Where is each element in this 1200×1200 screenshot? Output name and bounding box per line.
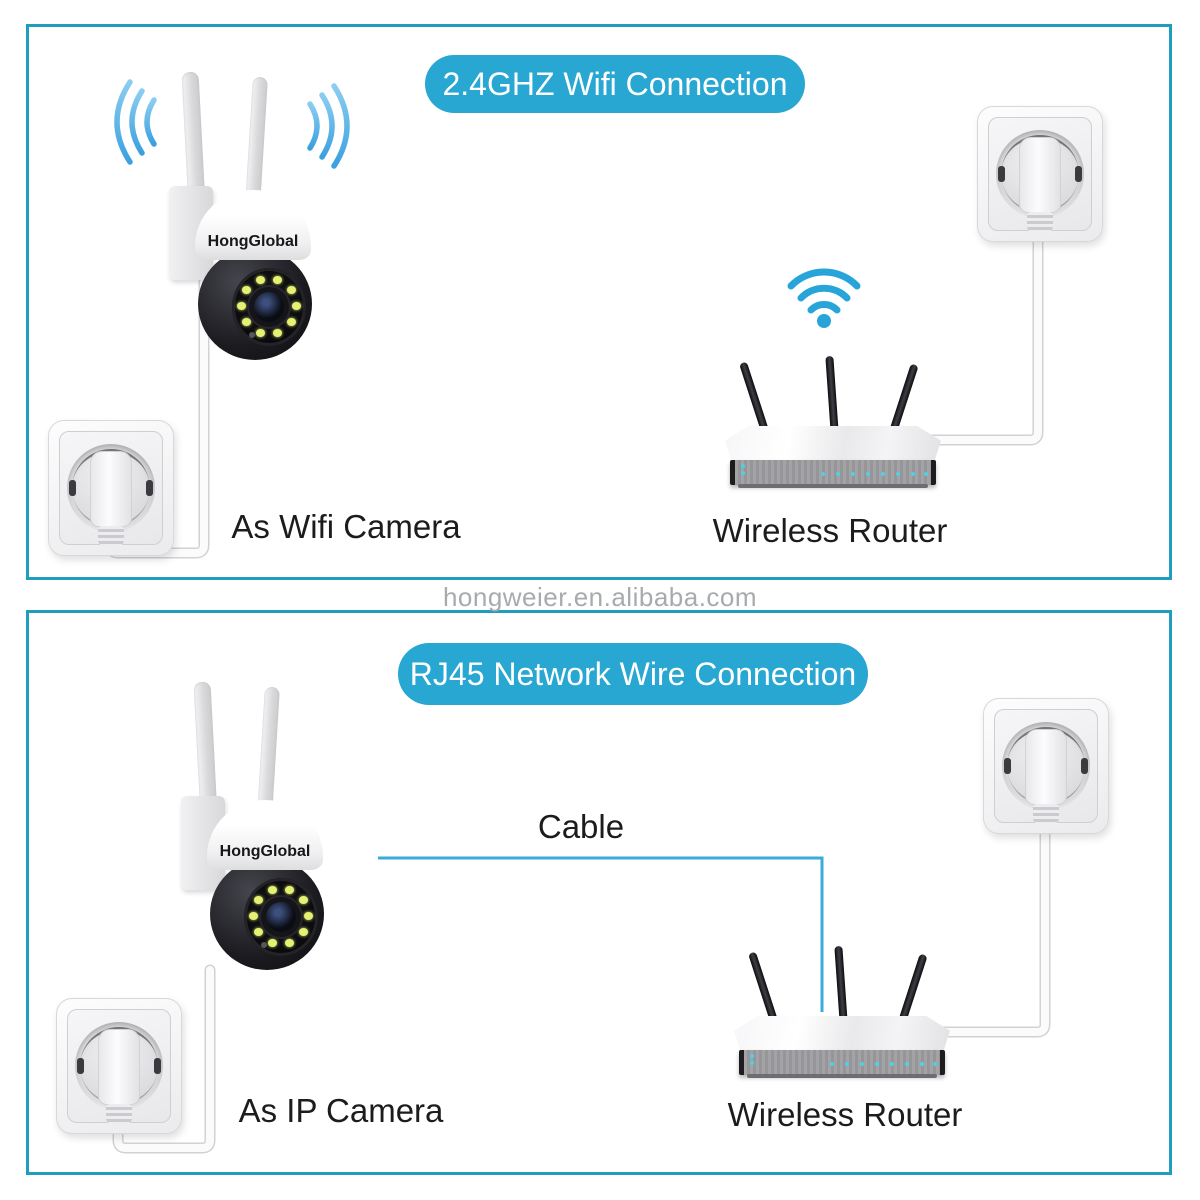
led-dot [237,302,246,310]
power-plug [90,451,132,527]
socket-contact [154,1058,161,1074]
led-dot [273,276,282,284]
power-plug [1025,729,1067,805]
router-front-panel [730,460,936,485]
router-led [830,1062,834,1066]
led-dot [254,896,263,904]
signal-waves-left-icon [114,79,157,165]
camera-lens [266,902,296,932]
camera-caption-rj45: As IP Camera [238,1092,444,1129]
wireless-router-wifi [722,355,944,488]
ip-camera: HongGlobal [112,681,352,974]
socket-contact [1004,758,1011,774]
camera-ball [198,248,312,360]
router-led [741,464,745,468]
router-top [725,426,941,461]
camera-antenna-right-icon [257,686,280,816]
router-front-panel [739,1050,945,1075]
rj45-cable-line [378,856,824,1012]
router-antenna-icon [898,953,928,1023]
led-dot [287,286,296,294]
power-cord-ip-camera [112,964,216,1154]
router-led [905,1062,909,1066]
wifi-icon [787,268,861,328]
power-plug [98,1029,140,1105]
led-dot [256,276,265,284]
router-led [911,472,915,476]
socket-contact [1081,758,1088,774]
light-sensor [261,942,267,948]
led-dot [285,886,294,894]
socket-contact [69,480,76,496]
router-antenna-icon [739,361,769,433]
camera-ball [210,858,324,970]
led-dot [292,302,301,310]
router-led [881,472,885,476]
power-outlet-rj45-router [983,698,1109,834]
power-cord-rj45-router [928,808,1051,1038]
led-dot [273,329,282,337]
led-dot [242,318,251,326]
camera-face [232,268,306,346]
router-antenna-icon [834,945,848,1024]
router-led [890,1062,894,1066]
router-led [851,472,855,476]
power-outlet-wifi-camera [48,420,174,556]
router-led [875,1062,879,1066]
led-dot [254,928,263,936]
led-dot [249,912,258,920]
router-antenna-icon [825,355,839,434]
camera-antenna-right-icon [245,76,268,206]
led-dot [299,928,308,936]
router-base [738,484,928,488]
socket-contact [146,480,153,496]
led-dot [304,912,313,920]
router-led [750,1061,754,1065]
router-caption-rj45: Wireless Router [727,1096,963,1133]
camera-face [244,878,318,956]
camera-caption-wifi: As Wifi Camera [231,508,461,545]
power-plug [1019,137,1061,213]
router-led [750,1054,754,1058]
led-dot [299,896,308,904]
router-led [860,1062,864,1066]
led-dot [242,286,251,294]
power-outlet-ip-camera [56,998,182,1134]
led-dot [268,886,277,894]
camera-brand-label: HongGlobal [219,843,311,860]
power-outlet-wifi-router [977,106,1103,242]
router-antenna-icon [889,363,919,433]
banner-wifi-connection: 2.4GHZ Wifi Connection [425,55,805,113]
router-led [924,472,928,476]
router-led [741,471,745,475]
led-dot [268,939,277,947]
router-caption-wifi: Wireless Router [712,512,948,549]
router-led [836,472,840,476]
socket-contact [77,1058,84,1074]
light-sensor [249,332,255,338]
router-led [920,1062,924,1066]
router-led [933,1062,937,1066]
socket-contact [1075,166,1082,182]
wifi-camera: HongGlobal [100,71,340,364]
led-dot [287,318,296,326]
watermark-text: hongweier.en.alibaba.com [442,582,758,612]
router-led [845,1062,849,1066]
router-antenna-icon [748,951,778,1023]
router-base [747,1074,937,1078]
led-dot [256,329,265,337]
camera-lens [254,292,284,322]
router-led [821,472,825,476]
wireless-router-rj45 [731,945,953,1078]
cable-caption: Cable [537,808,625,845]
router-led [866,472,870,476]
signal-waves-right-icon [307,83,350,169]
camera-brand-label: HongGlobal [207,233,299,250]
led-dot [285,939,294,947]
router-led [896,472,900,476]
banner-rj45-connection: RJ45 Network Wire Connection [398,643,868,705]
power-cord-wifi-router [924,218,1044,446]
socket-contact [998,166,1005,182]
router-top [734,1016,950,1051]
